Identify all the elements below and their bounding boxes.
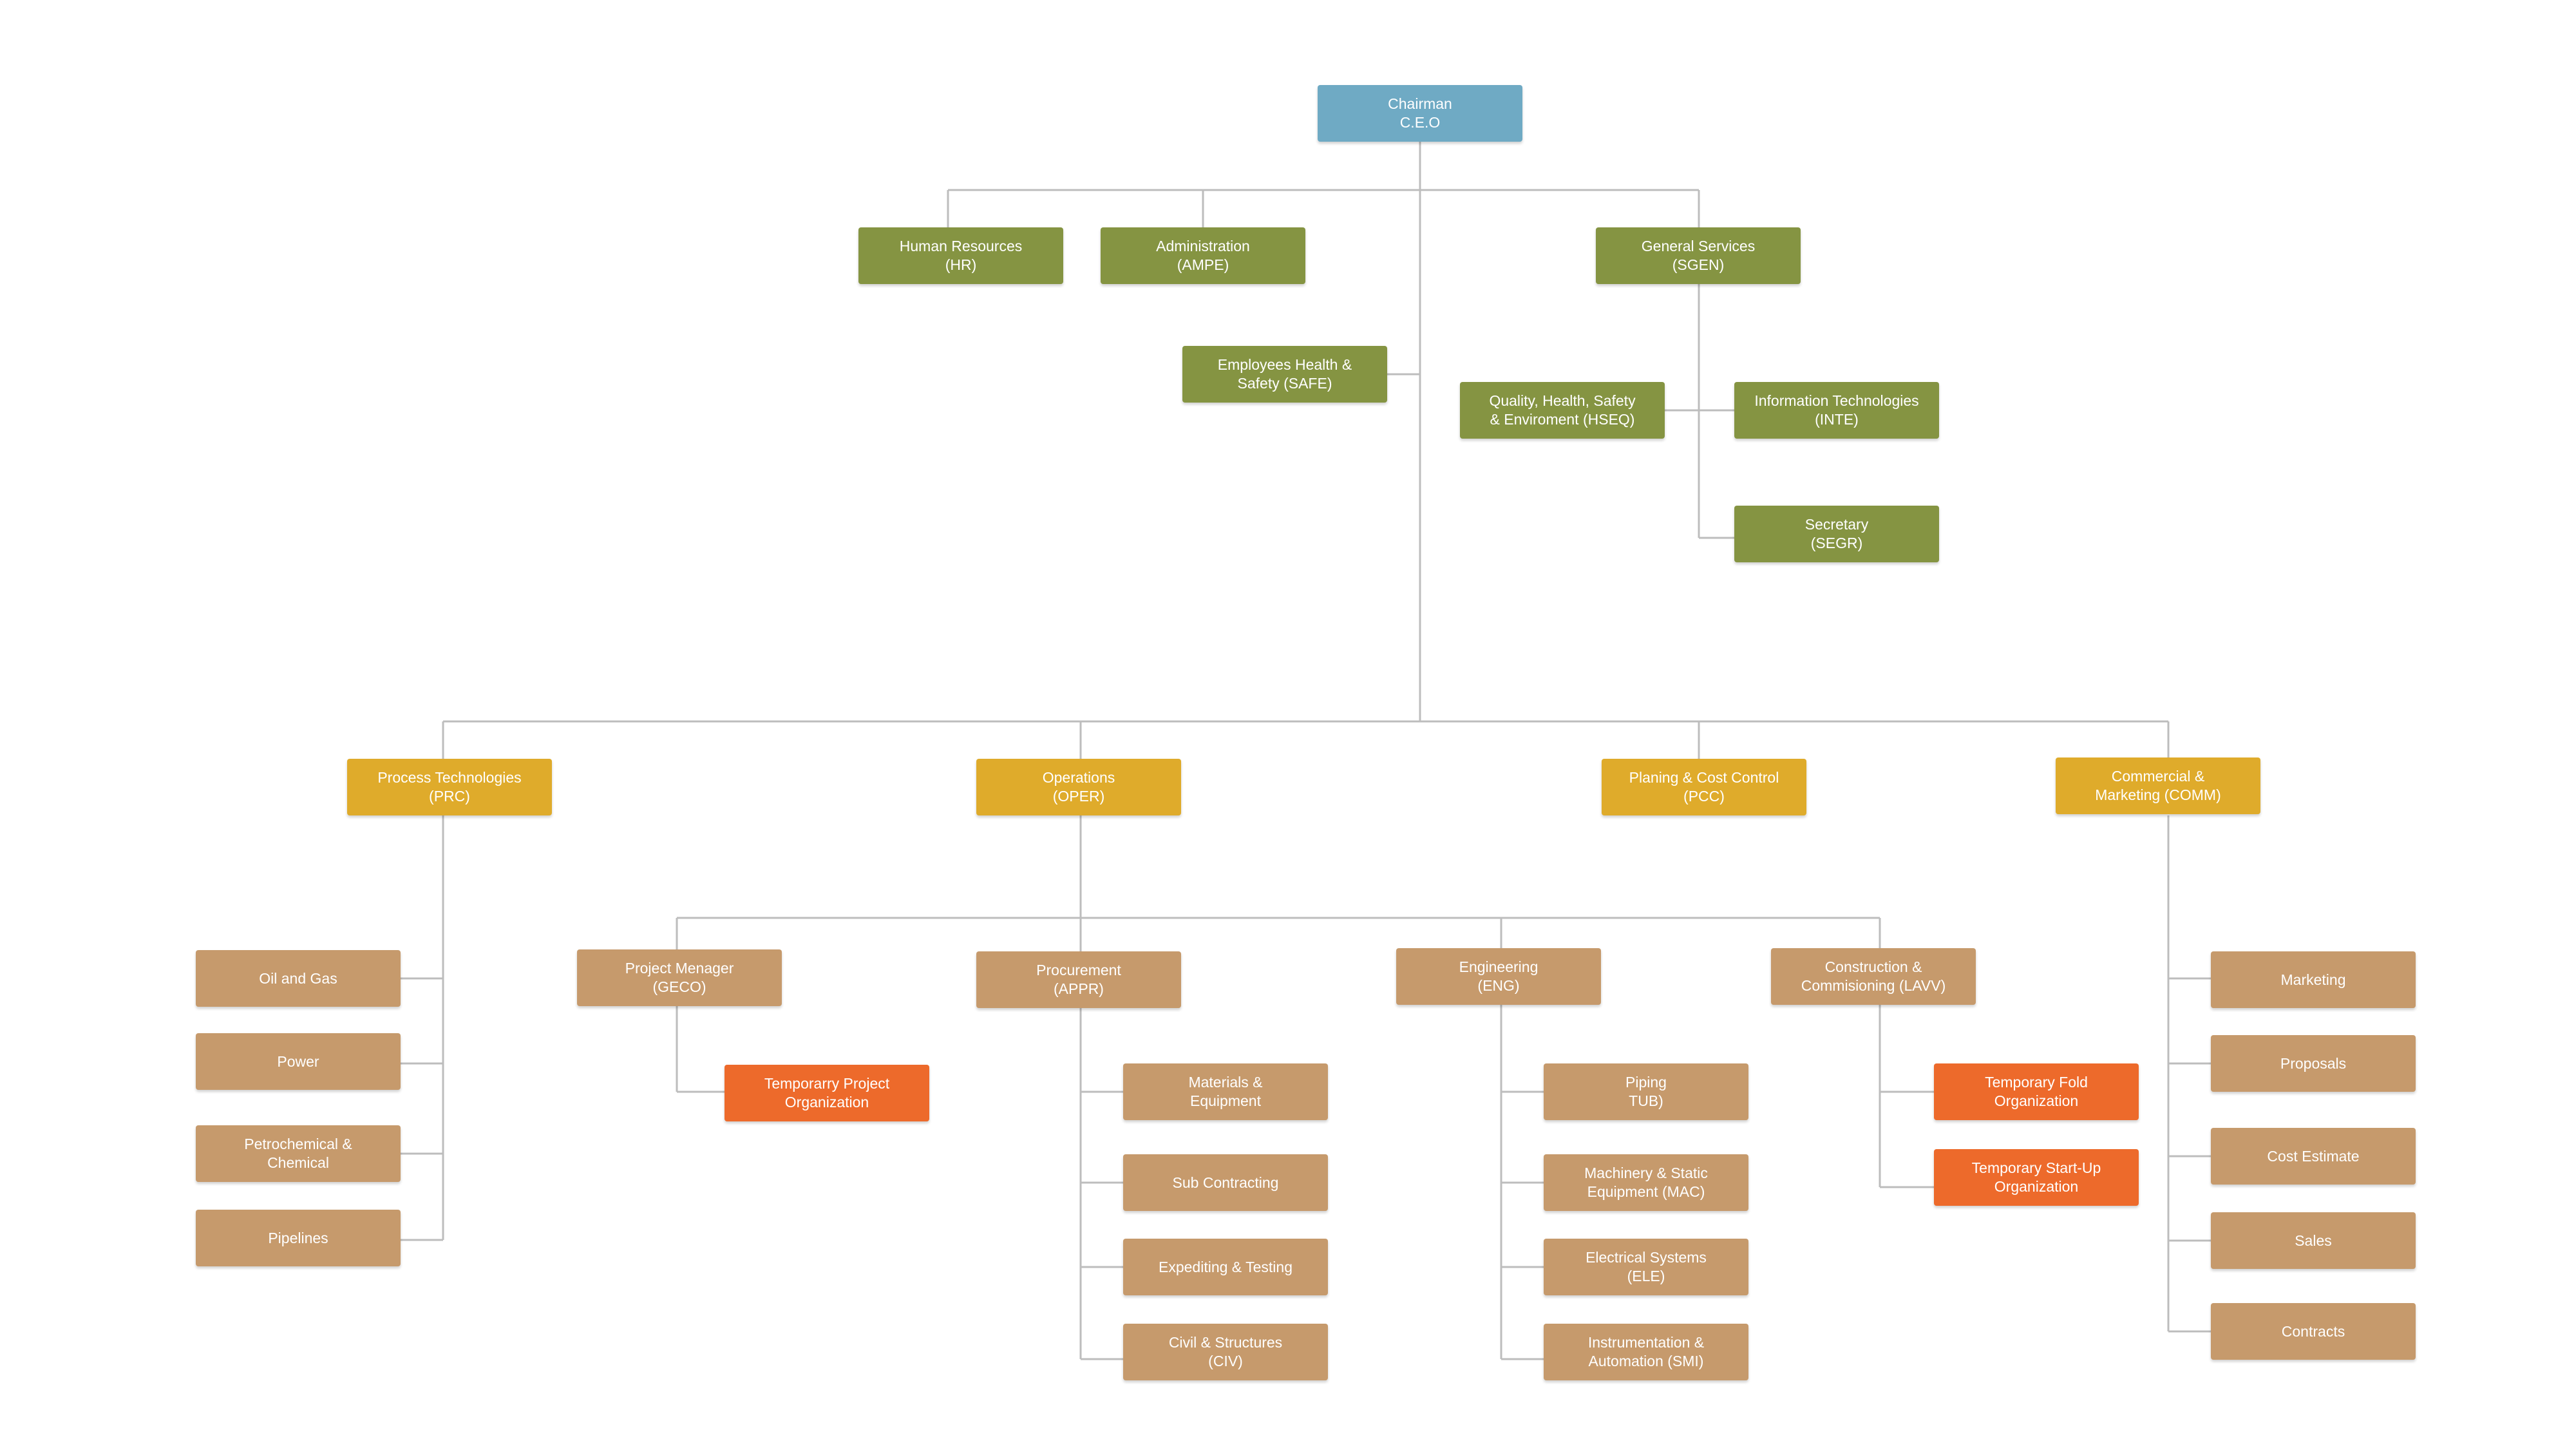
node-hseq[interactable]: Quality, Health, Safety & Enviroment (HS… (1460, 382, 1665, 439)
node-contracts[interactable]: Contracts (2211, 1303, 2416, 1360)
node-operations[interactable]: Operations (OPER) (976, 759, 1181, 815)
node-electrical-systems[interactable]: Electrical Systems (ELE) (1544, 1239, 1748, 1295)
node-materials-equipment[interactable]: Materials & Equipment (1123, 1063, 1328, 1120)
node-instrumentation-automation[interactable]: Instrumentation & Automation (SMI) (1544, 1324, 1748, 1380)
node-temporary-project-organization[interactable]: Temporarry Project Organization (724, 1065, 929, 1121)
node-machinery-static-equipment[interactable]: Machinery & Static Equipment (MAC) (1544, 1154, 1748, 1211)
node-temporary-start-up-organization[interactable]: Temporary Start-Up Organization (1934, 1149, 2139, 1206)
node-general-services[interactable]: General Services (SGEN) (1596, 227, 1801, 284)
node-administration[interactable]: Administration (AMPE) (1101, 227, 1305, 284)
node-petrochemical-chemical[interactable]: Petrochemical & Chemical (196, 1125, 401, 1182)
node-engineering[interactable]: Engineering (ENG) (1396, 948, 1601, 1005)
node-project-menager[interactable]: Project Menager (GECO) (577, 949, 782, 1006)
node-information-technologies[interactable]: Information Technologies (INTE) (1734, 382, 1939, 439)
node-oil-and-gas[interactable]: Oil and Gas (196, 950, 401, 1007)
node-pipelines[interactable]: Pipelines (196, 1210, 401, 1266)
node-sub-contracting[interactable]: Sub Contracting (1123, 1154, 1328, 1211)
node-human-resources[interactable]: Human Resources (HR) (858, 227, 1063, 284)
node-sales[interactable]: Sales (2211, 1212, 2416, 1269)
node-temporary-fold-organization[interactable]: Temporary Fold Organization (1934, 1063, 2139, 1120)
node-employees-health-safety[interactable]: Employees Health & Safety (SAFE) (1182, 346, 1387, 403)
node-secretary[interactable]: Secretary (SEGR) (1734, 506, 1939, 562)
node-piping[interactable]: Piping TUB) (1544, 1063, 1748, 1120)
node-procurement[interactable]: Procurement (APPR) (976, 951, 1181, 1008)
node-power[interactable]: Power (196, 1033, 401, 1090)
node-marketing[interactable]: Marketing (2211, 951, 2416, 1008)
node-cost-estimate[interactable]: Cost Estimate (2211, 1128, 2416, 1185)
node-chairman-ceo[interactable]: Chairman C.E.O (1318, 85, 1522, 142)
node-construction-commisioning[interactable]: Construction & Commisioning (LAVV) (1771, 948, 1976, 1005)
node-proposals[interactable]: Proposals (2211, 1035, 2416, 1092)
node-commercial-marketing[interactable]: Commercial & Marketing (COMM) (2056, 757, 2260, 814)
node-expediting-testing[interactable]: Expediting & Testing (1123, 1239, 1328, 1295)
node-civil-structures[interactable]: Civil & Structures (CIV) (1123, 1324, 1328, 1380)
node-planing-cost-control[interactable]: Planing & Cost Control (PCC) (1602, 759, 1806, 815)
node-process-technologies[interactable]: Process Technologies (PRC) (347, 759, 552, 815)
